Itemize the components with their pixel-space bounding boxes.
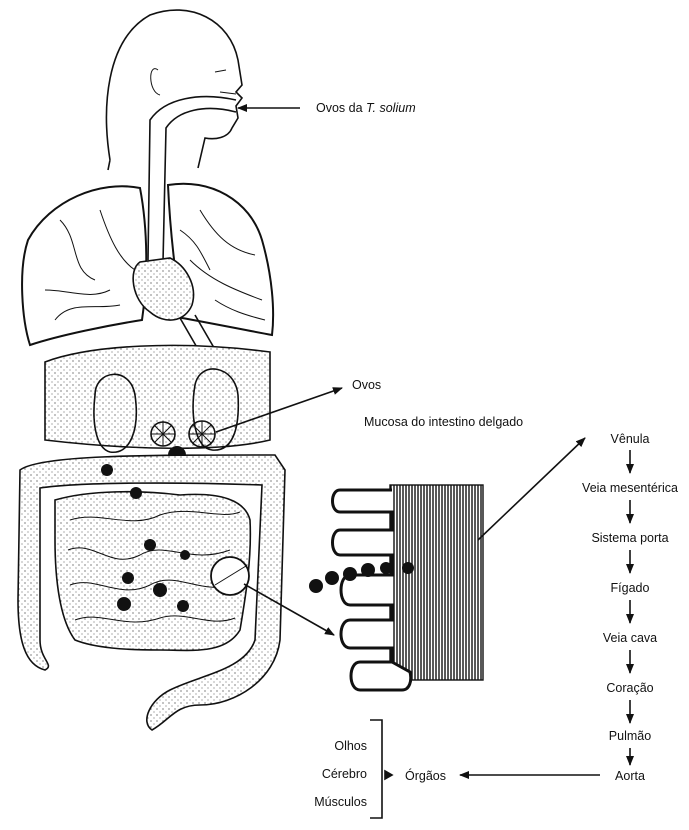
organ-eyes: Olhos	[334, 739, 367, 753]
pathway-step: Aorta	[615, 769, 645, 783]
organs-label: Órgãos	[405, 768, 446, 783]
egg	[180, 550, 190, 560]
egg	[130, 487, 142, 499]
arrows	[215, 104, 600, 819]
egg	[325, 571, 339, 585]
organ-muscles: Músculos	[314, 795, 367, 809]
egg	[122, 572, 134, 584]
pathway-flow: Vênula Veia mesentérica Sistema porta Fí…	[582, 432, 678, 783]
eggs-intake-label: Ovos da T. solium	[316, 101, 416, 115]
egg	[361, 563, 375, 577]
egg	[309, 579, 323, 593]
hatched-egg-2	[188, 420, 216, 448]
egg	[402, 562, 414, 574]
egg	[144, 539, 156, 551]
egg	[177, 600, 189, 612]
egg	[343, 567, 357, 581]
esophagus	[147, 95, 237, 263]
eggs-label: Ovos	[352, 378, 381, 392]
large-intestine	[17, 454, 286, 731]
left-kidney	[93, 373, 138, 453]
ear	[150, 68, 161, 96]
arrow-to-venula	[477, 437, 586, 541]
organ-bracket-tip	[384, 769, 394, 781]
eggs-intake-text: Ovos da	[316, 101, 363, 115]
lung-veins-left	[44, 209, 136, 321]
egg	[101, 464, 113, 476]
organ-brain: Cérebro	[322, 767, 367, 781]
abdomen-upper	[44, 344, 271, 450]
pathway-step: Pulmão	[609, 729, 651, 743]
mucosa-closeup	[309, 484, 484, 692]
mucosa-tissue	[389, 484, 484, 681]
human-figure	[17, 9, 286, 731]
pathway-step: Vênula	[611, 432, 650, 446]
arrow-eggs	[215, 387, 343, 433]
pathway-step: Coração	[606, 681, 653, 695]
pathway-step: Fígado	[611, 581, 650, 595]
lung-veins-right	[179, 209, 266, 321]
arrow-to-mucosa	[243, 583, 335, 636]
pathway-step: Sistema porta	[591, 531, 668, 545]
right-kidney	[192, 368, 240, 451]
egg	[153, 583, 167, 597]
villi	[331, 488, 413, 692]
hatched-egg-1	[150, 421, 176, 447]
egg	[117, 597, 131, 611]
organ-bracket	[370, 719, 383, 819]
pathway-step: Veia mesentérica	[582, 481, 678, 495]
mucosa-label: Mucosa do intestino delgado	[364, 415, 523, 429]
pathway-step: Veia cava	[603, 631, 657, 645]
intestine-folds	[67, 510, 241, 623]
species-name: T. solium	[366, 101, 416, 115]
egg	[380, 562, 392, 574]
head	[105, 9, 244, 171]
stomach	[132, 257, 195, 321]
left-lung	[21, 185, 148, 347]
small-intestine	[54, 490, 252, 652]
face	[214, 69, 237, 95]
magnifier-line	[214, 565, 247, 586]
